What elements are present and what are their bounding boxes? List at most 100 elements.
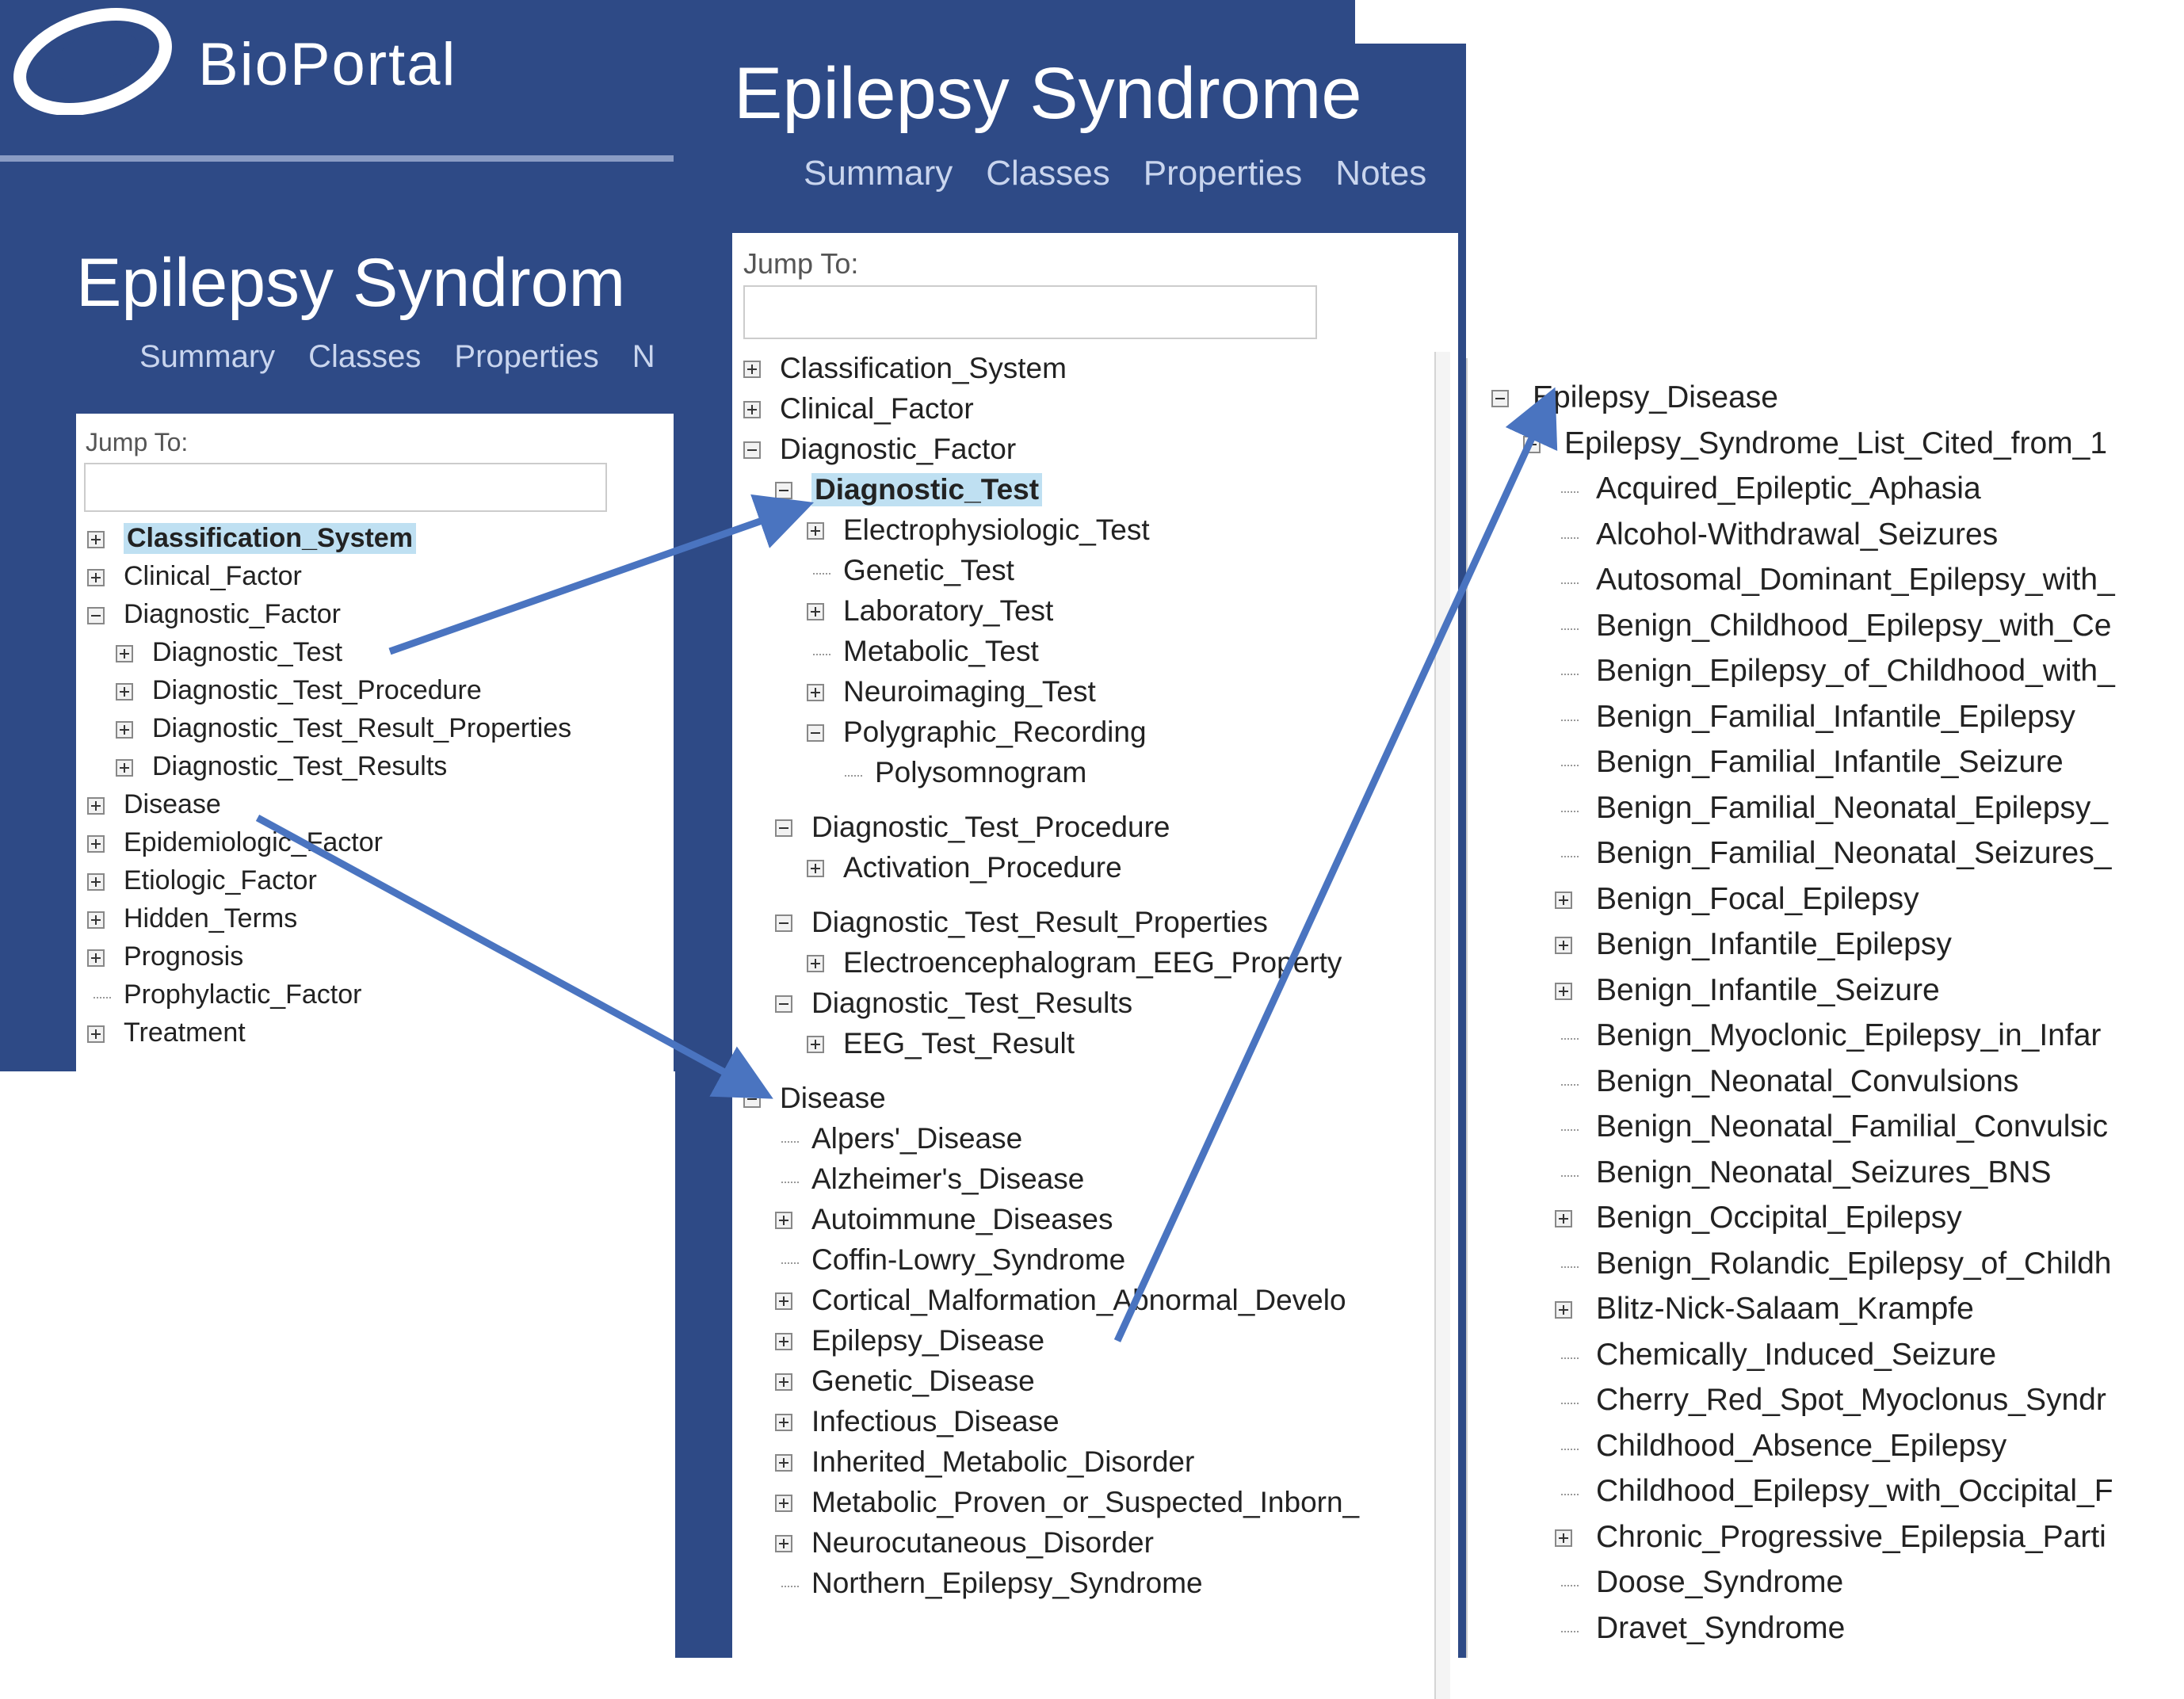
collapse-icon[interactable] (87, 607, 105, 624)
arrow-epilepsy-disease (1113, 387, 1558, 1342)
expand-icon[interactable] (775, 1535, 792, 1552)
expand-icon[interactable] (87, 835, 105, 853)
expand-icon[interactable] (807, 684, 824, 701)
expand-icon[interactable] (775, 1454, 792, 1472)
arrow-diagnostic-test (388, 494, 814, 655)
jump-to-label: Jump To: (743, 247, 859, 280)
tree-connector (1561, 1083, 1579, 1086)
expand-icon[interactable] (775, 1495, 792, 1512)
expand-icon[interactable] (775, 1373, 792, 1391)
expand-icon[interactable] (87, 873, 105, 891)
expand-icon[interactable] (1555, 1529, 1572, 1547)
expand-icon[interactable] (87, 949, 105, 967)
expand-icon[interactable] (116, 645, 133, 662)
tree-node-label: Benign_Neonatal_Familial_Convulsic (1596, 1109, 2109, 1143)
collapse-icon[interactable] (775, 914, 792, 932)
tab-bar: Summary Classes Properties N (139, 339, 655, 375)
expand-icon[interactable] (87, 1025, 105, 1043)
collapse-icon[interactable] (775, 819, 792, 837)
expand-icon[interactable] (807, 860, 824, 877)
tree-connector (1561, 765, 1579, 766)
tree-node-label: Diagnostic_Test_Procedure (152, 675, 482, 705)
jump-to-label: Jump To: (86, 428, 189, 456)
jump-to-input[interactable] (84, 463, 607, 512)
tree-node-label: Benign_Myoclonic_Epilepsy_in_Infar (1596, 1018, 2102, 1052)
expand-icon[interactable] (807, 603, 824, 620)
expand-icon[interactable] (116, 721, 133, 739)
tab-properties[interactable]: Properties (454, 339, 599, 374)
tree-connector (1561, 1403, 1579, 1404)
tree-node-label: Diagnostic_Test_Results (811, 987, 1133, 1019)
tree-node-label: Clinical_Factor (780, 392, 974, 425)
expand-icon[interactable] (1555, 891, 1572, 909)
tree-node-label: Polygraphic_Recording (843, 716, 1147, 748)
tree-node-label: Benign_Epilepsy_of_Childhood_with_ (1596, 654, 2115, 688)
tab-summary[interactable]: Summary (804, 154, 953, 193)
tree-connector (1561, 1357, 1579, 1359)
tree-node-label: Infectious_Disease (811, 1405, 1060, 1437)
tree-node-label: Neuroimaging_Test (843, 675, 1096, 708)
tree-node-label: Polysomnogram (875, 756, 1087, 788)
tree-connector (1561, 582, 1579, 584)
tab-notes[interactable]: Notes (1335, 154, 1427, 193)
tree-connector (1561, 536, 1579, 539)
tree-node-label: EEG_Test_Result (843, 1027, 1075, 1059)
expand-icon[interactable] (87, 569, 105, 586)
tree-node-label: Hidden_Terms (124, 903, 298, 933)
expand-icon[interactable] (1555, 1301, 1572, 1319)
tab-notes[interactable]: N (632, 339, 655, 374)
tree-node-label: Benign_Neonatal_Seizures_BNS (1596, 1155, 2052, 1189)
tab-properties[interactable]: Properties (1143, 154, 1303, 193)
tree-connector (1561, 1266, 1579, 1268)
brand-name[interactable]: BioPortal (198, 31, 457, 98)
expand-icon[interactable] (807, 955, 824, 972)
expand-icon[interactable] (743, 361, 761, 378)
tree-connector (781, 1141, 799, 1143)
tree-node-label: Metabolic_Proven_or_Suspected_Inborn_ (811, 1486, 1360, 1518)
tree-node-label: Alcohol-Withdrawal_Seizures (1596, 517, 1999, 552)
tree-scrollbar[interactable] (1434, 352, 1450, 1699)
expand-icon[interactable] (87, 797, 105, 815)
tree-node-label: Acquired_Epileptic_Aphasia (1596, 472, 1981, 506)
collapse-icon[interactable] (775, 995, 792, 1013)
collapse-icon[interactable] (743, 441, 761, 459)
expand-icon[interactable] (775, 1333, 792, 1350)
tree-connector (781, 1182, 799, 1183)
expand-icon[interactable] (1555, 982, 1572, 1000)
tree-connector (1561, 1038, 1579, 1040)
tree-node-label: Autosomal_Dominant_Epilepsy_with_ (1596, 563, 2115, 597)
tree-connector (813, 573, 830, 575)
expand-icon[interactable] (743, 401, 761, 418)
tree-node-label: Epilepsy_Syndrome_List_Cited_from_1 (1564, 426, 2108, 460)
tree-node-label: Prognosis (124, 941, 244, 972)
tab-summary[interactable]: Summary (139, 339, 276, 374)
expand-icon[interactable] (775, 1212, 792, 1229)
tab-classes[interactable]: Classes (986, 154, 1110, 193)
tree-node-label: Epidemiologic_Factor (124, 827, 383, 857)
tree-node-label: Neurocutaneous_Disorder (811, 1526, 1154, 1559)
expand-icon[interactable] (116, 759, 133, 777)
tree-node-label: Electrophysiologic_Test (843, 514, 1150, 546)
expand-icon[interactable] (87, 911, 105, 929)
tree-connector (1561, 1494, 1579, 1495)
tree-node-label: Benign_Familial_Neonatal_Epilepsy_ (1596, 790, 2109, 825)
expand-icon[interactable] (775, 1414, 792, 1431)
jump-to-input[interactable] (743, 285, 1317, 339)
expand-icon[interactable] (1555, 1210, 1572, 1227)
tab-classes[interactable]: Classes (308, 339, 422, 374)
tree-connector (781, 1586, 799, 1587)
expand-icon[interactable] (775, 1292, 792, 1310)
header-divider (0, 155, 674, 162)
expand-icon[interactable] (1555, 937, 1572, 954)
expand-icon[interactable] (116, 683, 133, 701)
tree-node-label: Benign_Infantile_Epilepsy (1596, 927, 1952, 961)
expand-icon[interactable] (807, 1036, 824, 1053)
tree-node-label: Diagnostic_Factor (124, 599, 342, 629)
tree-node-label: Metabolic_Test (843, 635, 1039, 667)
tree-node-label: Laboratory_Test (843, 594, 1054, 627)
tree-node-label: Childhood_Epilepsy_with_Occipital_F (1596, 1474, 2113, 1508)
expand-icon[interactable] (87, 531, 105, 548)
tree-node-label: Autoimmune_Diseases (811, 1203, 1113, 1235)
collapse-icon[interactable] (807, 724, 824, 742)
